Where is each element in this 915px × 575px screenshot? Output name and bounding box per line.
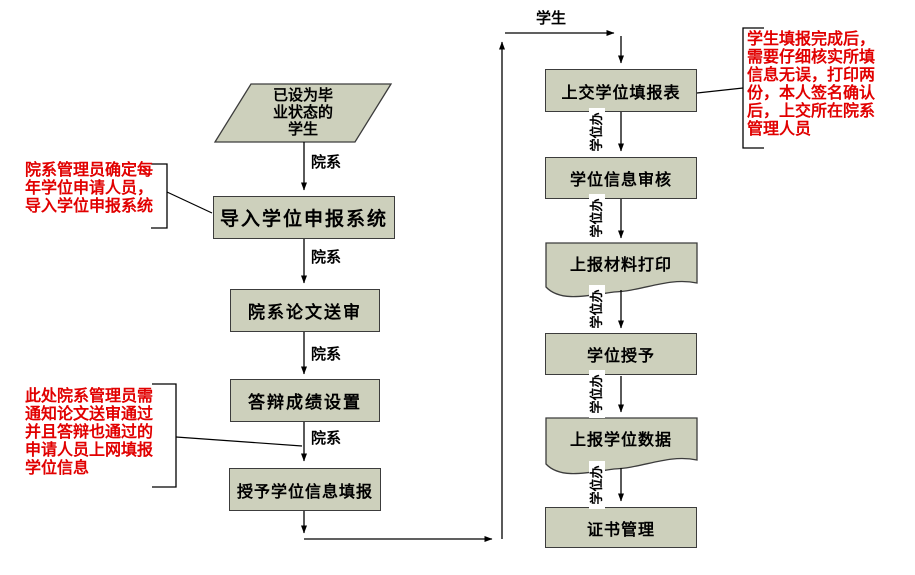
callout-bracket-fill-note <box>152 383 177 488</box>
annotation-line: 份，本人签名确认 <box>747 85 876 102</box>
edge-label-degree-office-5: 学位办 <box>589 461 605 509</box>
annotation-line: 信息无误，打印两 <box>747 67 876 84</box>
process-node-defense-score: 答辩成绩设置 <box>230 379 380 422</box>
start-node-line: 已设为毕 <box>272 87 333 104</box>
edge-label-student: 学生 <box>534 7 569 28</box>
start-parallelogram-shape <box>213 83 393 143</box>
leader-import-note <box>166 191 213 214</box>
document-shape-material-print <box>545 242 698 298</box>
edge-label-degree-office-2: 学位办 <box>589 194 605 242</box>
annotation-line: 通知论文送审通过 <box>25 406 154 423</box>
edge-label-degree-office-1: 学位办 <box>589 108 605 156</box>
process-node-import-system: 导入学位申报系统 <box>213 196 395 239</box>
edge-label-degree-office-3: 学位办 <box>589 285 605 333</box>
process-node-info-audit: 学位信息审核 <box>545 157 697 199</box>
edge-label-dept-3: 院系 <box>309 343 344 364</box>
annotation-line: 年学位申请人员， <box>25 180 154 197</box>
annotation-line: 并且答辩也通过的 <box>25 424 154 441</box>
start-node-line: 学生 <box>287 121 318 138</box>
callout-bracket-import-note <box>151 163 168 229</box>
document-node-material-print: 上报材料打印 <box>569 257 672 274</box>
annotation-line: 导入学位申报系统 <box>25 198 154 215</box>
document-node-report-data: 上报学位数据 <box>569 432 672 449</box>
annotation-submit-note: 学生填报完成后， 需要仔细核实所填 信息无误，打印两 份，本人签名确认 后，上交… <box>747 31 875 139</box>
annotation-line: 学生填报完成后， <box>747 31 876 48</box>
process-node-thesis-review: 院系论文送审 <box>230 289 380 332</box>
process-node-submit-form: 上交学位填报表 <box>545 69 697 112</box>
process-node-degree-info-fill: 授予学位信息填报 <box>229 468 381 511</box>
annotation-line: 管理人员 <box>747 121 812 138</box>
start-node-line: 业状态的 <box>272 104 333 121</box>
process-node-degree-confer: 学位授予 <box>545 333 697 375</box>
edge-label-dept-4: 院系 <box>309 427 344 448</box>
edge-label-dept-1: 院系 <box>309 151 344 172</box>
annotation-line: 后，上交所在院系 <box>747 103 876 120</box>
annotation-line: 需要仔细核实所填 <box>747 49 876 66</box>
leader-fill-note <box>175 436 303 447</box>
annotation-line: 院系管理员确定每 <box>25 162 154 179</box>
document-shape-report-data <box>545 417 698 475</box>
annotation-import-note: 院系管理员确定每 年学位申请人员， 导入学位申报系统 <box>25 162 153 216</box>
annotation-line: 此处院系管理员需 <box>25 388 154 405</box>
annotation-line: 学位信息 <box>25 460 90 477</box>
annotation-fill-note: 此处院系管理员需 通知论文送审通过 并且答辩也通过的 申请人员上网填报 学位信息 <box>25 388 153 478</box>
edge-label-dept-2: 院系 <box>309 246 344 267</box>
leader-submit-note <box>696 87 744 94</box>
process-node-cert-manage: 证书管理 <box>545 507 697 548</box>
annotation-line: 申请人员上网填报 <box>25 442 154 459</box>
edge-label-degree-office-4: 学位办 <box>589 370 605 418</box>
start-node: 已设为毕 业状态的 学生 <box>238 87 368 138</box>
